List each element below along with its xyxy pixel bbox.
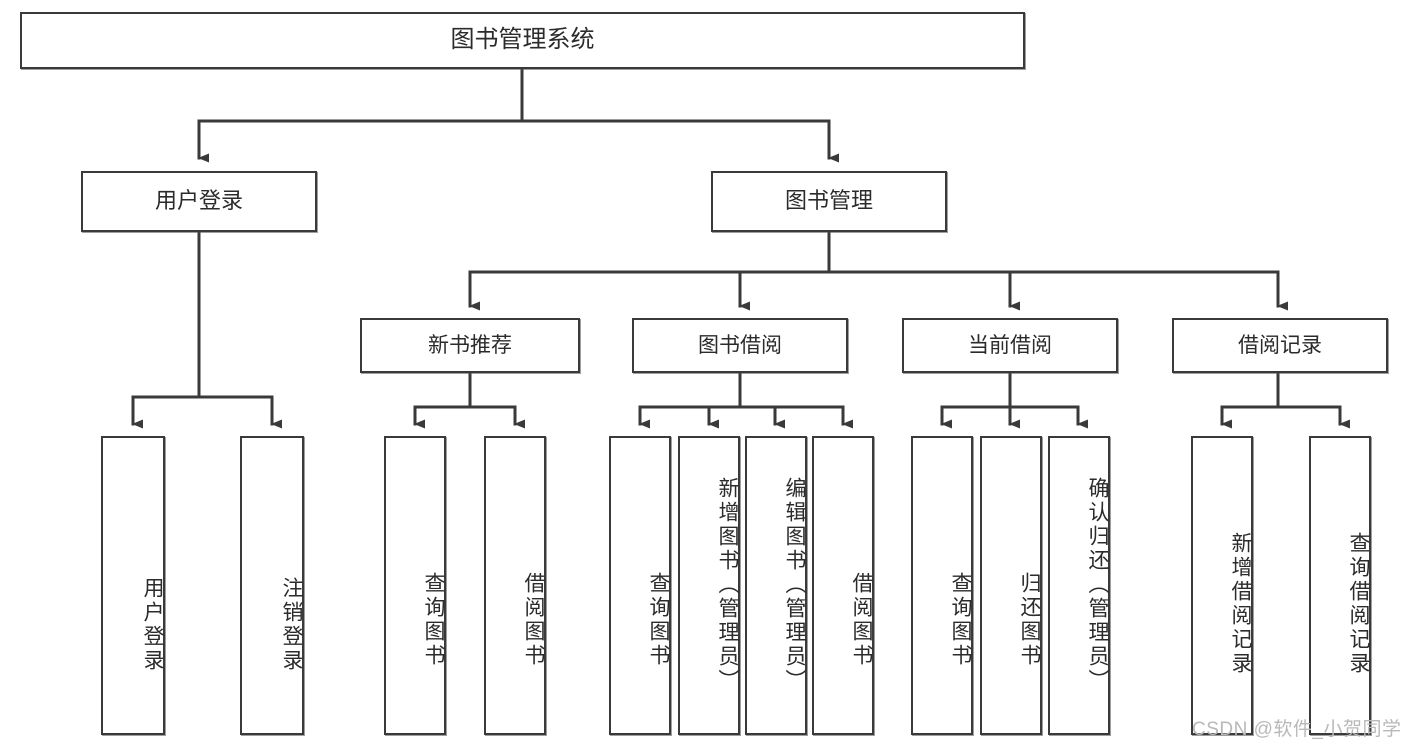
- leaf-edit-book-admin[interactable]: 编辑图书（管理员）: [745, 436, 807, 735]
- csdn-watermark: CSDN @软件_小贺同学: [1192, 719, 1402, 740]
- leaf-return-book[interactable]: 归还图书: [980, 436, 1042, 735]
- leaf-add-book-admin[interactable]: 新增图书（管理员）: [678, 436, 740, 735]
- leaf-query-borrow-record[interactable]: 查询借阅记录: [1309, 436, 1371, 735]
- leaf-query-book-recommend[interactable]: 查询图书: [384, 436, 446, 735]
- leaf-logout-login[interactable]: 注销登录: [240, 436, 304, 735]
- node-book-borrow[interactable]: 图书借阅: [632, 318, 848, 373]
- node-new-book-recommend[interactable]: 新书推荐: [360, 318, 580, 373]
- leaf-user-login[interactable]: 用户登录: [101, 436, 165, 735]
- node-current-borrow[interactable]: 当前借阅: [902, 318, 1118, 373]
- node-user-login[interactable]: 用户登录: [81, 171, 317, 232]
- leaf-query-book-borrow[interactable]: 查询图书: [609, 436, 671, 735]
- leaf-confirm-return-admin[interactable]: 确认归还（管理员）: [1048, 436, 1110, 735]
- node-root-system[interactable]: 图书管理系统: [20, 12, 1025, 69]
- leaf-query-book-current[interactable]: 查询图书: [911, 436, 973, 735]
- leaf-borrow-book-borrow[interactable]: 借阅图书: [812, 436, 874, 735]
- node-borrow-record[interactable]: 借阅记录: [1172, 318, 1388, 373]
- node-book-management[interactable]: 图书管理: [711, 171, 947, 232]
- leaf-add-borrow-record[interactable]: 新增借阅记录: [1191, 436, 1253, 735]
- leaf-borrow-book-recommend[interactable]: 借阅图书: [484, 436, 546, 735]
